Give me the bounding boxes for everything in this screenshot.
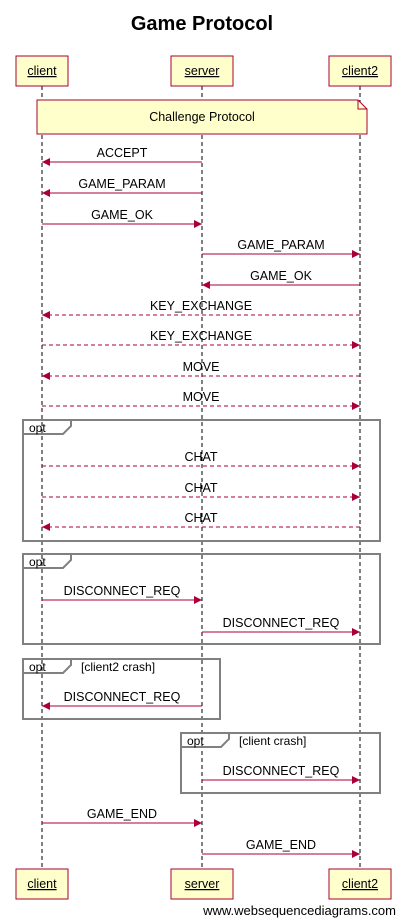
message-disconnect-req: DISCONNECT_REQ xyxy=(202,764,360,784)
message-label: KEY_EXCHANGE xyxy=(150,329,252,343)
frame-border xyxy=(22,419,381,542)
participant-client2-top: client2 xyxy=(328,55,392,87)
message-label: GAME_END xyxy=(246,838,316,852)
note-layer: Challenge Protocol xyxy=(36,99,368,135)
frame-condition: [client crash] xyxy=(239,734,306,748)
message-label: ACCEPT xyxy=(97,146,148,160)
participant-label: client xyxy=(27,877,57,891)
frame-keyword: opt xyxy=(29,555,46,569)
frame-tab xyxy=(23,420,72,435)
message-game-end: GAME_END xyxy=(42,807,202,827)
frame-border xyxy=(180,732,381,794)
frame-border xyxy=(22,553,381,645)
message-chat: CHAT xyxy=(42,450,360,470)
message-label: CHAT xyxy=(184,481,217,495)
note-label: Challenge Protocol xyxy=(149,110,255,124)
participant-box xyxy=(328,868,392,900)
message-game-end: GAME_END xyxy=(202,838,360,858)
message-disconnect-req: DISCONNECT_REQ xyxy=(202,616,360,636)
opt-frames: opt opt opt [client2 crash] opt [client crash… xyxy=(22,419,381,794)
participants: client client server server client2 client2 xyxy=(15,55,392,900)
opt-frame: opt [client crash] xyxy=(180,732,381,794)
message-game-ok: GAME_OK xyxy=(202,269,360,289)
message-move: MOVE xyxy=(42,390,360,410)
opt-frame: opt [client2 crash] xyxy=(22,658,221,720)
note-challenge-protocol: Challenge Protocol xyxy=(36,99,368,135)
message-move: MOVE xyxy=(42,360,360,380)
message-label: DISCONNECT_REQ xyxy=(64,690,181,704)
participant-label: client2 xyxy=(342,64,378,78)
participant-label: client xyxy=(27,64,57,78)
message-label: MOVE xyxy=(183,390,220,404)
frame-tab xyxy=(181,733,230,748)
frame-keyword: opt xyxy=(29,660,46,674)
message-game-param: GAME_PARAM xyxy=(202,238,360,258)
frame-condition: [client2 crash] xyxy=(81,660,155,674)
participant-box xyxy=(170,55,234,87)
opt-frame: opt xyxy=(22,419,381,542)
frame-tab xyxy=(23,554,72,569)
message-key-exchange: KEY_EXCHANGE xyxy=(42,329,360,349)
message-game-param: GAME_PARAM xyxy=(42,177,202,197)
messages: ACCEPT GAME_PARAM GAME_OK GAME_PARAM GAME_OK… xyxy=(42,146,360,858)
participant-box xyxy=(15,55,69,87)
message-label: GAME_PARAM xyxy=(237,238,324,252)
message-label: KEY_EXCHANGE xyxy=(150,299,252,313)
message-disconnect-req: DISCONNECT_REQ xyxy=(42,584,202,604)
message-chat: CHAT xyxy=(42,511,360,531)
message-label: MOVE xyxy=(183,360,220,374)
message-label: CHAT xyxy=(184,511,217,525)
participant-client-bottom: client xyxy=(15,868,69,900)
message-accept: ACCEPT xyxy=(42,146,202,166)
frame-border xyxy=(22,658,221,720)
message-label: GAME_OK xyxy=(250,269,312,283)
participant-label: client2 xyxy=(342,877,378,891)
message-label: CHAT xyxy=(184,450,217,464)
message-key-exchange: KEY_EXCHANGE xyxy=(42,299,360,319)
participant-server-bottom: server xyxy=(170,868,234,900)
participant-client2-bottom: client2 xyxy=(328,868,392,900)
participant-label: server xyxy=(185,64,220,78)
frame-keyword: opt xyxy=(187,734,204,748)
participant-box xyxy=(170,868,234,900)
participant-box xyxy=(15,868,69,900)
message-label: DISCONNECT_REQ xyxy=(223,764,340,778)
lifelines xyxy=(41,86,361,869)
message-label: GAME_OK xyxy=(91,208,153,222)
message-label: DISCONNECT_REQ xyxy=(64,584,181,598)
participant-box xyxy=(328,55,392,87)
message-chat: CHAT xyxy=(42,481,360,501)
diagram-title: Game Protocol xyxy=(131,13,273,35)
message-game-ok: GAME_OK xyxy=(42,208,202,228)
message-label: GAME_PARAM xyxy=(78,177,165,191)
opt-frame: opt xyxy=(22,553,381,645)
participant-server-top: server xyxy=(170,55,234,87)
participant-label: server xyxy=(185,877,220,891)
message-label: GAME_END xyxy=(87,807,157,821)
participant-client-top: client xyxy=(15,55,69,87)
note-fold xyxy=(357,100,367,110)
note-box xyxy=(36,99,368,135)
frame-tab xyxy=(23,659,72,674)
message-label: DISCONNECT_REQ xyxy=(223,616,340,630)
frame-keyword: opt xyxy=(29,421,46,435)
watermark: www.websequencediagrams.com xyxy=(202,903,396,918)
message-disconnect-req: DISCONNECT_REQ xyxy=(42,690,202,710)
